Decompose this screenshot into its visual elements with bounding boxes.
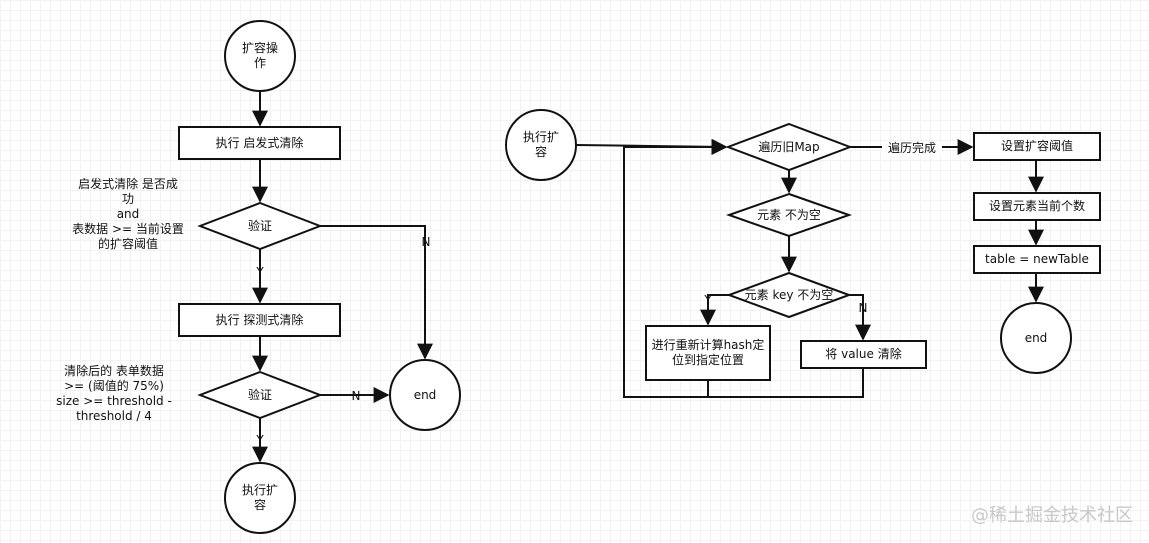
end-right-node: [1000, 302, 1072, 374]
exec-probe-label: 执行 探测式清除: [215, 312, 304, 327]
exec-resize-left-node: [224, 462, 296, 534]
set-count-node: [973, 192, 1101, 221]
note1-line-3: and: [116, 207, 140, 221]
table-assign-label: table = newTable: [985, 252, 1089, 266]
verify2-label: 验证: [247, 387, 272, 402]
exec-probe-node: [178, 303, 341, 337]
end-right-label: end: [1024, 330, 1048, 345]
edge-loop-back-outer: [623, 139, 728, 398]
edge-label-verify2-no: N: [351, 389, 361, 403]
traverse-old-map-label: 遍历旧Map: [758, 139, 820, 154]
edge-label-traverse-done: 遍历完成: [882, 141, 942, 156]
start-right-label: 执行扩容: [522, 130, 559, 159]
note2-line-2: >= (阈值的 75%): [64, 379, 164, 393]
edge-label-key-yes: Y: [704, 293, 712, 307]
set-threshold-label: 设置扩容阈值: [1000, 139, 1073, 153]
note2-line-1: 清除后的 表单数据: [64, 364, 164, 378]
edge-verify1-no: [320, 225, 433, 360]
element-not-null-label: 元素 不为空: [757, 207, 821, 222]
note-threshold-condition: 清除后的 表单数据 >= (阈值的 75%) size >= threshold…: [44, 364, 184, 424]
note1-line-1: 启发式清除 是否成: [78, 177, 178, 191]
exec-heuristic-label: 执行 启发式清除: [215, 135, 304, 150]
edge-label-key-no: N: [858, 301, 868, 315]
edge-label-verify1-no: N: [421, 235, 431, 249]
key-not-null-label: 元素 key 不为空: [744, 287, 834, 302]
clear-value-label: 将 value 清除: [825, 347, 902, 361]
note2-line-4: threshold / 4: [76, 409, 152, 423]
rehash-label: 进行重新计算hash定位到指定位置: [651, 338, 765, 367]
rehash-node: [645, 325, 771, 381]
key-not-null-node: [726, 271, 852, 319]
note1-line-2: 功: [121, 192, 134, 206]
note2-line-3: size >= threshold -: [56, 394, 172, 408]
edge-label-verify1-yes: Y: [256, 265, 264, 279]
start-left-label: 扩容操作: [241, 41, 278, 70]
end-left-node: [389, 359, 461, 431]
end-left-label: end: [413, 387, 437, 402]
note-heuristic-condition: 启发式清除 是否成 功 and 表数据 >= 当前设置 的扩容阈值: [58, 177, 198, 252]
exec-resize-left-label: 执行扩容: [241, 483, 278, 512]
edge-key-yes: [700, 294, 729, 326]
edge-label-verify2-yes: Y: [256, 433, 264, 447]
watermark: @稀土掘金技术社区: [971, 505, 1133, 526]
edge-loop-back-clear: [708, 368, 864, 398]
edge-key-no: [849, 294, 871, 341]
clear-value-node: [800, 340, 927, 369]
exec-heuristic-node: [178, 126, 341, 160]
verify1-label: 验证: [247, 218, 272, 233]
note1-line-4: 表数据 >= 当前设置: [72, 222, 184, 236]
set-count-label: 设置元素当前个数: [988, 199, 1085, 213]
note1-line-5: 的扩容阈值: [97, 237, 158, 251]
